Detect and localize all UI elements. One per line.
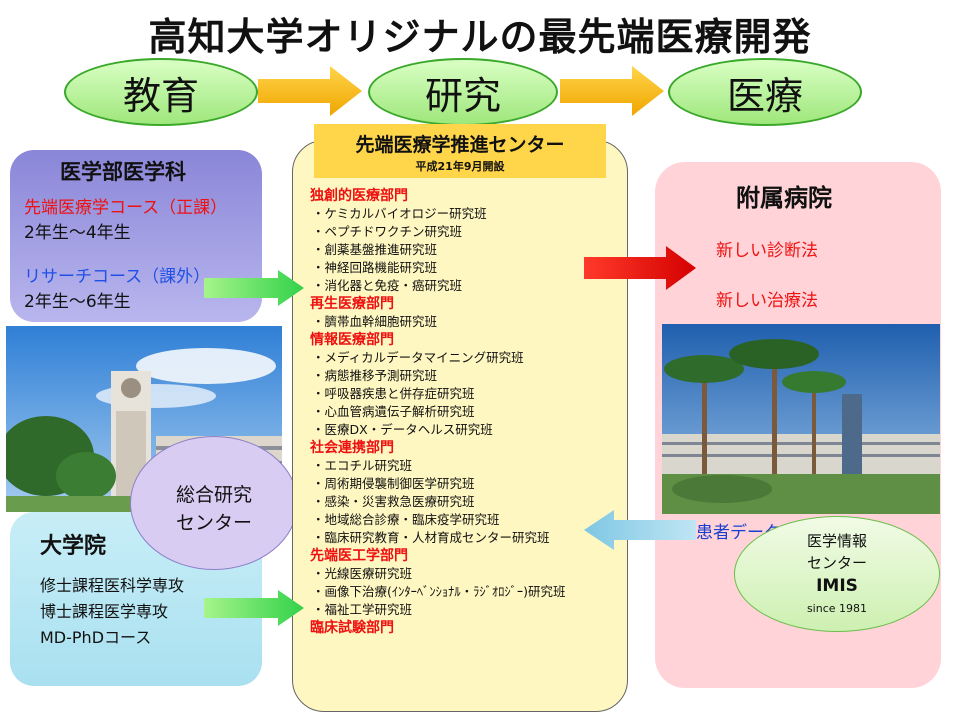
lab-item: ・光線医療研究班 <box>312 566 413 581</box>
hospital-title: 附属病院 <box>736 184 832 212</box>
arrow-medical-to-center <box>204 270 304 306</box>
lab-item: ・消化器と免疫・癌研究班 <box>312 278 463 293</box>
lab-item: ・創薬基盤推進研究班 <box>312 242 438 257</box>
flow-research-oval: 研究 <box>368 58 558 126</box>
hospital-photo <box>662 324 940 514</box>
center-name: 先端医療学推進センター <box>355 134 565 156</box>
arrow-center-to-hospital <box>584 246 696 290</box>
graduate-item-doctoral: 博士課程医学専攻 <box>40 602 169 621</box>
flow-medical-oval: 医療 <box>668 58 862 126</box>
department-heading: 先端医工学部門 <box>310 548 408 564</box>
lab-item: ・臍帯血幹細胞研究班 <box>312 314 438 329</box>
graduate-item-masters: 修士課程医科学専攻 <box>40 576 185 595</box>
graduate-school-title: 大学院 <box>40 534 107 559</box>
advanced-course-years: 2年生～4年生 <box>24 223 131 243</box>
department-list: 独創的医療部門・ケミカルバイオロジー研究班・ペプチドワクチン研究班・創薬基盤推進… <box>310 187 620 637</box>
hospital-new-treatment: 新しい治療法 <box>716 291 818 311</box>
center-box <box>292 140 628 712</box>
lab-item: ・医療DX・データヘルス研究班 <box>312 422 493 437</box>
lab-item: ・神経回路機能研究班 <box>312 260 438 275</box>
lab-item: ・心血管病遺伝子解析研究班 <box>312 404 475 419</box>
department-heading: 再生医療部門 <box>310 296 394 312</box>
center-title-banner: 先端医療学推進センター 平成21年9月開設 <box>314 124 606 178</box>
medical-school-title: 医学部医学科 <box>60 160 186 184</box>
lab-item: ・周術期侵襲制御医学研究班 <box>312 476 475 491</box>
advanced-course-label: 先端医療学コース（正課） <box>24 198 228 218</box>
research-course-years: 2年生～6年生 <box>24 292 131 312</box>
center-opened: 平成21年9月開設 <box>415 160 505 173</box>
hospital-new-diagnosis: 新しい診断法 <box>716 241 818 261</box>
arrow-graduate-to-center <box>204 590 304 626</box>
flow-education-oval: 教育 <box>64 58 258 126</box>
department-heading: 臨床試験部門 <box>310 620 394 636</box>
lab-item: ・ペプチドワクチン研究班 <box>312 224 463 239</box>
department-heading: 情報医療部門 <box>310 332 394 348</box>
imis-ellipse <box>734 516 940 632</box>
lab-item: ・病態推移予測研究班 <box>312 368 438 383</box>
imis-line2: センター <box>806 554 867 572</box>
flow-education-label: 教育 <box>122 73 199 118</box>
lab-item: ・呼吸器疾患と併存症研究班 <box>312 386 475 401</box>
research-center-line2: センター <box>175 512 252 534</box>
arrow-hospital-to-center <box>584 510 696 550</box>
department-heading: 独創的医療部門 <box>310 188 408 204</box>
flow-arrow-2 <box>560 66 664 116</box>
research-center-line1: 総合研究 <box>175 484 252 506</box>
imis-name: IMIS <box>816 576 858 596</box>
imis-line1: 医学情報 <box>806 532 867 550</box>
imis-since: since 1981 <box>806 602 868 615</box>
flow-medical-label: 医療 <box>726 73 803 118</box>
lab-item: ・地域総合診療・臨床疫学研究班 <box>312 512 500 527</box>
lab-item: ・福祉工学研究班 <box>312 602 413 617</box>
research-center-ellipse <box>130 436 298 570</box>
lab-item: ・臨床研究教育・人材育成センター研究班 <box>312 530 550 545</box>
lab-item: ・感染・災害救急医療研究班 <box>312 494 475 509</box>
lab-item: ・エコチル研究班 <box>312 458 413 473</box>
graduate-item-mdphd: MD-PhDコース <box>40 628 152 647</box>
research-course-label: リサーチコース（課外） <box>24 267 211 287</box>
lab-item: ・メディカルデータマイニング研究班 <box>312 350 524 365</box>
page-title: 高知大学オリジナルの最先端医療開発 <box>148 15 812 59</box>
lab-item: ・画像下治療(ｲﾝﾀｰﾍﾞﾝｼｮﾅﾙ・ﾗｼﾞｵﾛｼﾞｰ)研究班 <box>312 584 566 599</box>
department-heading: 社会連携部門 <box>310 440 394 456</box>
flow-arrow-1 <box>258 66 362 116</box>
flow-research-label: 研究 <box>424 73 501 118</box>
lab-item: ・ケミカルバイオロジー研究班 <box>312 206 487 221</box>
